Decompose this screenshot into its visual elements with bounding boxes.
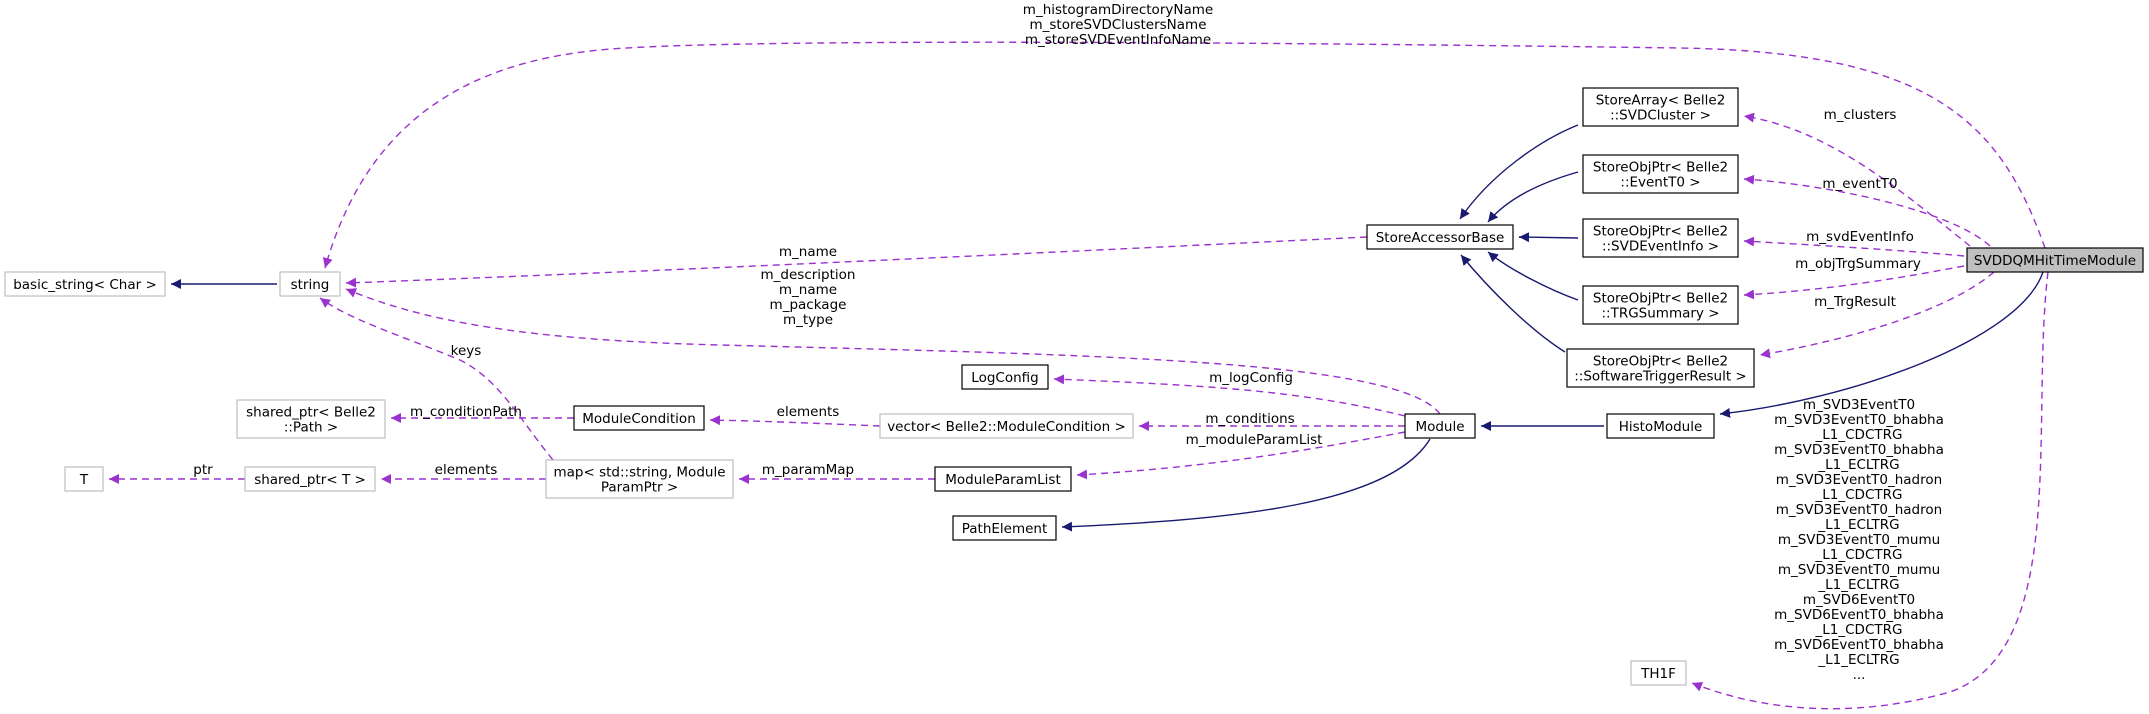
- usage-edge-10: [1743, 112, 1971, 247]
- node-module-condition[interactable]: ModuleCondition: [573, 405, 705, 431]
- node-path-element[interactable]: PathElement: [952, 515, 1057, 541]
- node-store-array-svdcluster[interactable]: StoreArray< Belle2::SVDCluster >: [1582, 87, 1739, 127]
- node-label-store-obj-softwaretrigger: StoreObjPtr< Belle2::SoftwareTriggerResu…: [1574, 354, 1746, 385]
- edge-label-m-trgresult: m_TrgResult: [1814, 294, 1896, 310]
- edge-label-m-conditionpath: m_conditionPath: [410, 404, 522, 420]
- node-label-basic-string: basic_string< Char >: [13, 277, 157, 293]
- node-store-obj-softwaretrigger[interactable]: StoreObjPtr< Belle2::SoftwareTriggerResu…: [1566, 348, 1755, 388]
- edge-label-ptr: ptr: [193, 462, 213, 478]
- edge-label-m-logconfig: m_logConfig: [1209, 370, 1293, 386]
- usage-edge-12: [1743, 236, 1965, 257]
- node-shared-ptr-t[interactable]: shared_ptr< T >: [244, 466, 376, 492]
- node-svddqm-hit-time-module[interactable]: SVDDQMHitTimeModule: [1966, 247, 2144, 273]
- node-label-histo-module: HistoModule: [1619, 419, 1703, 435]
- node-store-obj-svdeventinfo[interactable]: StoreObjPtr< Belle2::SVDEventInfo >: [1582, 218, 1739, 258]
- node-shared-ptr-path[interactable]: shared_ptr< Belle2::Path >: [236, 399, 386, 439]
- inheritance-edge-8: [1061, 438, 1431, 532]
- node-label-module: Module: [1415, 419, 1464, 435]
- usage-edge-19: [709, 415, 881, 427]
- node-label-vector-module-condition: vector< Belle2::ModuleCondition >: [887, 419, 1126, 435]
- inheritance-edge-3: [1487, 251, 1579, 301]
- node-label-th1f: TH1F: [1640, 666, 1676, 682]
- inheritance-edge-0: [1459, 124, 1579, 220]
- node-log-config[interactable]: LogConfig: [961, 364, 1049, 390]
- node-label-shared-ptr-path: shared_ptr< Belle2::Path >: [246, 405, 376, 436]
- usage-edge-13: [1743, 265, 1965, 300]
- node-basic-string[interactable]: basic_string< Char >: [4, 271, 166, 297]
- node-module-param-list[interactable]: ModuleParamList: [934, 466, 1072, 492]
- edge-label-m-conditions: m_conditions: [1205, 411, 1294, 427]
- node-label-shared-ptr-t: shared_ptr< T >: [254, 472, 366, 488]
- usage-edge-15: [345, 236, 1368, 288]
- node-label-svddqm-hit-time-module: SVDDQMHitTimeModule: [1974, 253, 2136, 269]
- node-vector-module-condition[interactable]: vector< Belle2::ModuleCondition >: [879, 413, 1134, 439]
- node-store-accessor-base[interactable]: StoreAccessorBase: [1366, 224, 1514, 250]
- node-label-path-element: PathElement: [962, 521, 1048, 537]
- node-label-store-obj-eventt0: StoreObjPtr< Belle2::EventT0 >: [1593, 160, 1728, 191]
- edge-label-m-svdeventinfo: m_svdEventInfo: [1806, 229, 1914, 245]
- usage-edge-22: [1076, 431, 1406, 480]
- node-string[interactable]: string: [279, 271, 341, 297]
- node-t[interactable]: T: [64, 466, 104, 492]
- node-label-module-param-list: ModuleParamList: [945, 472, 1060, 488]
- node-label-store-obj-svdeventinfo: StoreObjPtr< Belle2::SVDEventInfo >: [1593, 224, 1728, 255]
- node-label-string: string: [291, 277, 330, 293]
- node-layer: basic_string< Char > string StoreAccessorB…: [4, 87, 2144, 686]
- node-label-store-array-svdcluster: StoreArray< Belle2::SVDCluster >: [1596, 93, 1726, 124]
- edge-label-elements-condition: elements: [777, 404, 840, 420]
- usage-edge-16: [345, 288, 1441, 415]
- node-store-obj-trgsummary[interactable]: StoreObjPtr< Belle2::TRGSummary >: [1582, 285, 1739, 325]
- node-label-log-config: LogConfig: [971, 370, 1038, 386]
- inheritance-edge-4: [1460, 254, 1566, 353]
- inheritance-edge-6: [1719, 271, 2044, 418]
- edge-layer: [109, 41, 2049, 710]
- usage-edge-9: [322, 41, 2046, 269]
- edge-label-m-clusters: m_clusters: [1824, 107, 1897, 123]
- edge-label-m-parammap: m_paramMap: [762, 462, 854, 478]
- node-label-store-obj-trgsummary: StoreObjPtr< Belle2::TRGSummary >: [1593, 291, 1728, 322]
- edge-label-elements-map: elements: [435, 462, 498, 478]
- inheritance-edge-2: [1518, 232, 1579, 243]
- edge-label-m-objtrgsummary: m_objTrgSummary: [1795, 256, 1921, 272]
- node-histo-module[interactable]: HistoModule: [1606, 413, 1715, 439]
- usage-edge-18: [1053, 374, 1406, 417]
- node-label-store-accessor-base: StoreAccessorBase: [1376, 230, 1505, 246]
- node-module[interactable]: Module: [1404, 413, 1476, 439]
- usage-edge-26: [1691, 271, 2049, 710]
- edge-label-keys: keys: [451, 343, 482, 359]
- node-label-module-condition: ModuleCondition: [582, 411, 696, 427]
- edge-label-m-name: m_name: [779, 244, 837, 260]
- inheritance-edge-1: [1487, 171, 1579, 223]
- node-store-obj-eventt0[interactable]: StoreObjPtr< Belle2::EventT0 >: [1582, 154, 1739, 194]
- node-th1f[interactable]: TH1F: [1630, 660, 1687, 686]
- edge-label-m-eventt0: m_eventT0: [1822, 176, 1897, 192]
- usage-edge-17: [319, 297, 554, 461]
- edge-label-m-moduleparamlist: m_moduleParamList: [1186, 432, 1323, 448]
- usage-edge-14: [1759, 271, 1995, 359]
- node-label-t: T: [79, 472, 89, 488]
